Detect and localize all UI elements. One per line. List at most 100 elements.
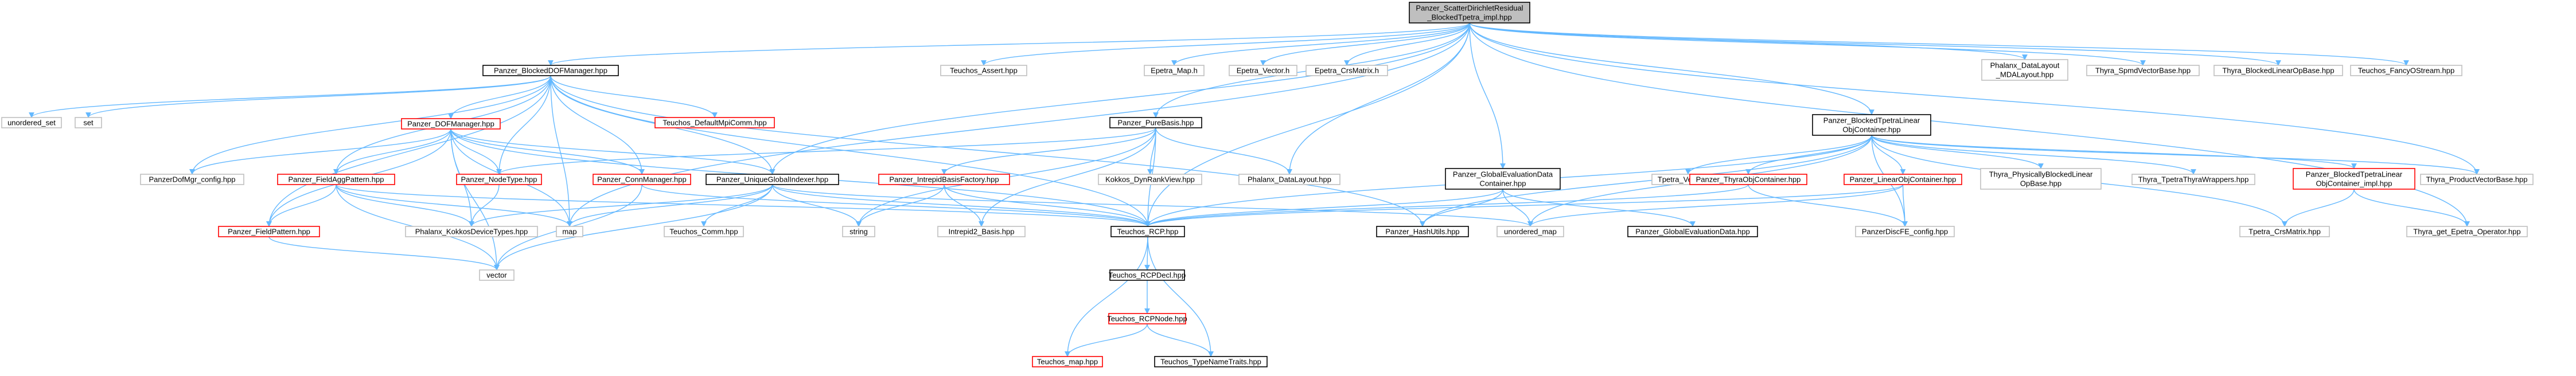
node-box-uset bbox=[1, 117, 62, 128]
node-pbasis[interactable]: Panzer_PureBasis.hpp bbox=[1109, 117, 1202, 128]
node-label-ttw-0: Thyra_TpetraThyraWrappers.hpp bbox=[2138, 175, 2249, 184]
node-ttw: Thyra_TpetraThyraWrappers.hpp bbox=[2131, 174, 2255, 185]
node-set: set bbox=[75, 117, 102, 128]
node-rcp[interactable]: Teuchos_RCP.hpp bbox=[1110, 226, 1185, 237]
node-label-pdl-0: Phalanx_DataLayout.hpp bbox=[1248, 175, 1331, 184]
edge-ugi-to-map bbox=[567, 184, 773, 227]
node-rcpn[interactable]: Teuchos_RCPNode.hpp bbox=[1107, 313, 1187, 324]
node-label-blo-0: Thyra_BlockedLinearOpBase.hpp bbox=[2222, 66, 2334, 75]
node-label-rcpn-0: Teuchos_RCPNode.hpp bbox=[1107, 315, 1187, 323]
edge-bdof-to-ntype bbox=[496, 75, 551, 175]
edge-root-to-map bbox=[567, 22, 1470, 227]
node-epcrs: Epetra_CrsMatrix.h bbox=[1305, 65, 1388, 76]
node-label-umap-0: unordered_map bbox=[1504, 228, 1557, 236]
dependency-edges bbox=[29, 22, 2480, 357]
node-label-epvec-0: Epetra_Vector.h bbox=[1237, 66, 1290, 75]
edge-ugi-to-vector bbox=[494, 184, 773, 271]
node-kdrv: Kokkos_DynRankView.hpp bbox=[1098, 174, 1202, 185]
node-label-btimpl-1: ObjContainer_impl.hpp bbox=[2316, 179, 2392, 188]
node-box-geo bbox=[2406, 226, 2528, 237]
node-box-rcp bbox=[1110, 226, 1185, 237]
edge-dofm-to-dofcfg bbox=[189, 128, 451, 175]
node-box-pvb bbox=[2420, 174, 2534, 185]
node-faggr[interactable]: Panzer_FieldAggPattern.hpp bbox=[277, 174, 395, 185]
edge-faggr-to-kdev bbox=[336, 184, 474, 227]
node-fancy: Teuchos_FancyOStream.hpp bbox=[2350, 65, 2462, 76]
node-label-string-0: string bbox=[849, 228, 868, 236]
node-ttn[interactable]: Teuchos_TypeNameTraits.hpp bbox=[1154, 356, 1268, 367]
node-box-umap bbox=[1497, 226, 1564, 237]
edge-btloc-to-ttw bbox=[1871, 135, 2196, 175]
node-btimpl[interactable]: Panzer_BlockedTpetraLinearObjContainer_i… bbox=[2293, 168, 2415, 190]
node-rcpd[interactable]: Teuchos_RCPDecl.hpp bbox=[1109, 269, 1186, 281]
node-ugi[interactable]: Panzer_UniqueGlobalIndexer.hpp bbox=[706, 174, 839, 185]
edge-btloc-to-pvb bbox=[1871, 135, 2480, 175]
edge-root-to-pvb bbox=[1469, 22, 2480, 175]
node-intb: Intrepid2_Basis.hpp bbox=[937, 226, 1026, 237]
node-label-dofm-0: Panzer_DOFManager.hpp bbox=[407, 120, 494, 128]
node-label-ged-0: Panzer_GlobalEvaluationData.hpp bbox=[1635, 228, 1749, 236]
node-label-gedc-1: Container.hpp bbox=[1480, 179, 1526, 188]
node-btloc[interactable]: Panzer_BlockedTpetraLinearObjContainer.h… bbox=[1812, 114, 1931, 136]
node-box-tmap bbox=[1032, 356, 1103, 367]
node-label-uset-0: unordered_set bbox=[7, 119, 56, 127]
node-box-btloc bbox=[1812, 114, 1931, 136]
node-label-epcrs-0: Epetra_CrsMatrix.h bbox=[1315, 66, 1379, 75]
node-box-tcrs bbox=[2239, 226, 2330, 237]
edge-ugi-to-string bbox=[771, 184, 862, 227]
edge-loc-to-rcp bbox=[1145, 184, 1904, 227]
node-box-epmap bbox=[1144, 65, 1205, 76]
edge-root-to-epvec bbox=[1260, 22, 1470, 66]
node-ibf[interactable]: Panzer_IntrepidBasisFactory.hpp bbox=[878, 174, 1010, 185]
node-label-fancy-0: Teuchos_FancyOStream.hpp bbox=[2358, 66, 2454, 75]
edge-loc-to-dfe bbox=[1902, 184, 1908, 227]
node-box-ugi bbox=[706, 174, 839, 185]
node-loc[interactable]: Panzer_LinearObjContainer.hpp bbox=[1844, 174, 1962, 185]
node-box-pblo bbox=[1980, 168, 2102, 190]
node-label-tmap-0: Teuchos_map.hpp bbox=[1037, 358, 1098, 366]
node-epvec: Epetra_Vector.h bbox=[1229, 65, 1297, 76]
edge-gedc-to-rcp bbox=[1145, 189, 1503, 227]
node-hash[interactable]: Panzer_HashUtils.hpp bbox=[1376, 226, 1469, 237]
node-box-ttn bbox=[1154, 356, 1268, 367]
node-fpat[interactable]: Panzer_FieldPattern.hpp bbox=[218, 226, 320, 237]
edge-btloc-to-hash bbox=[1420, 135, 1872, 227]
node-label-ibf-0: Panzer_IntrepidBasisFactory.hpp bbox=[889, 175, 999, 184]
node-label-thoc-0: Panzer_ThyraObjContainer.hpp bbox=[1696, 175, 1801, 184]
node-bdof[interactable]: Panzer_BlockedDOFManager.hpp bbox=[482, 65, 619, 76]
node-mdal: Phalanx_DataLayout_MDALayout.hpp bbox=[1981, 59, 2068, 81]
edge-ugi-to-kdev bbox=[469, 184, 773, 227]
node-label-mdal-1: _MDALayout.hpp bbox=[1996, 70, 2053, 79]
node-cmgr[interactable]: Panzer_ConnManager.hpp bbox=[593, 174, 691, 185]
node-tmap[interactable]: Teuchos_map.hpp bbox=[1032, 356, 1103, 367]
node-root[interactable]: Panzer_ScatterDirichletResidual_BlockedT… bbox=[1409, 2, 1530, 23]
node-string: string bbox=[842, 226, 875, 237]
node-label-faggr-0: Panzer_FieldAggPattern.hpp bbox=[289, 175, 384, 184]
node-box-hash bbox=[1376, 226, 1469, 237]
node-thoc[interactable]: Panzer_ThyraObjContainer.hpp bbox=[1689, 174, 1807, 185]
node-box-ntype bbox=[456, 174, 542, 185]
edge-bdof-to-cmgr bbox=[550, 75, 645, 175]
node-ntype[interactable]: Panzer_NodeType.hpp bbox=[456, 174, 542, 185]
node-map: map bbox=[556, 226, 583, 237]
node-box-ttw bbox=[2131, 174, 2255, 185]
node-box-fancy bbox=[2350, 65, 2462, 76]
node-dofm[interactable]: Panzer_DOFManager.hpp bbox=[401, 118, 501, 130]
node-dfe: PanzerDiscFE_config.hpp bbox=[1855, 226, 1955, 237]
edge-pbasis-to-intb bbox=[979, 127, 1156, 227]
node-label-kdev-0: Phalanx_KokkosDeviceTypes.hpp bbox=[415, 228, 528, 236]
edge-btloc-to-thoc bbox=[1745, 135, 1872, 175]
edge-bdof-to-dofm bbox=[448, 75, 551, 119]
node-ged[interactable]: Panzer_GlobalEvaluationData.hpp bbox=[1627, 226, 1758, 237]
edge-pbasis-to-ntype bbox=[496, 127, 1156, 175]
node-label-kdrv-0: Kokkos_DynRankView.hpp bbox=[1105, 175, 1195, 184]
node-defcomm[interactable]: Teuchos_DefaultMpiComm.hpp bbox=[654, 117, 775, 128]
edge-root-to-btloc bbox=[1469, 22, 1874, 115]
edge-dofm-to-ugi bbox=[450, 128, 775, 175]
node-label-loc-0: Panzer_LinearObjContainer.hpp bbox=[1850, 175, 1957, 184]
edge-dofm-to-ntype bbox=[450, 128, 502, 175]
node-label-spmd-0: Thyra_SpmdVectorBase.hpp bbox=[2095, 66, 2191, 75]
edge-faggr-to-map bbox=[336, 184, 572, 227]
